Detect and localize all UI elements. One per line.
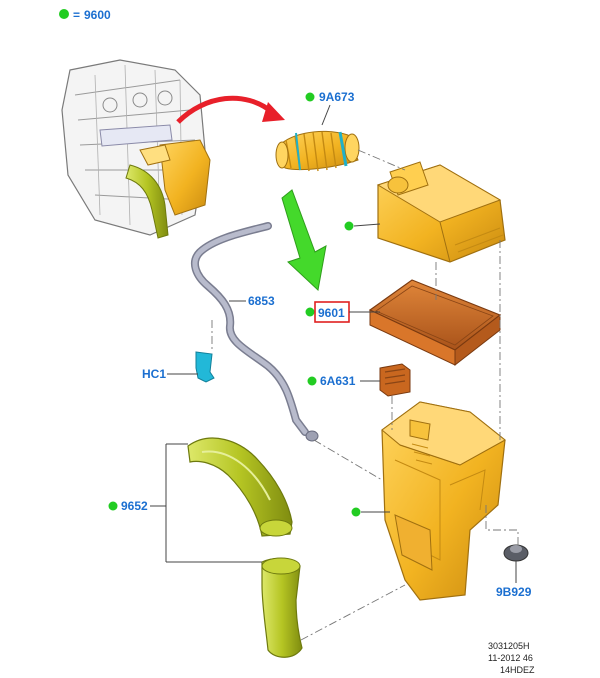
reference-line-3: 14HDEZ xyxy=(500,665,535,675)
callout-dot-icon xyxy=(305,92,315,102)
part-9652-lower-duct xyxy=(261,557,303,658)
green-down-arrow-icon xyxy=(281,189,327,291)
part-9601-filter xyxy=(368,279,502,367)
callout-dot-icon xyxy=(344,221,354,231)
part-6853-hose xyxy=(190,222,319,442)
legend-code: 9600 xyxy=(84,8,111,22)
reference-line-1: 3031205H xyxy=(488,641,530,651)
label-6853: 6853 xyxy=(248,294,275,308)
label-9B929: 9B929 xyxy=(496,585,532,599)
callouts: 9A673 6853 9601 HC1 6A631 9652 9B929 xyxy=(108,90,532,599)
legend: = 9600 xyxy=(59,8,111,22)
part-9652-upper-duct xyxy=(187,437,293,537)
legend-symbol: = xyxy=(73,8,80,22)
label-9A673: 9A673 xyxy=(319,90,355,104)
callout-dot-icon xyxy=(108,501,118,511)
part-6A631-sensor xyxy=(379,363,411,397)
reference-block: 3031205H 11-2012 46 14HDEZ xyxy=(488,641,535,675)
legend-dot-icon xyxy=(59,9,69,19)
callout-dot-icon xyxy=(351,507,361,517)
callout-dot-icon xyxy=(307,376,317,386)
part-9A673-hose xyxy=(275,130,360,172)
engine-block xyxy=(61,59,211,239)
red-curved-arrow-icon xyxy=(176,95,285,124)
callout-dot-icon xyxy=(305,307,315,317)
label-9601: 9601 xyxy=(318,306,345,320)
reference-line-2: 11-2012 46 xyxy=(488,653,533,663)
part-HC1-clip xyxy=(195,351,215,383)
label-6A631: 6A631 xyxy=(320,374,356,388)
label-9652: 9652 xyxy=(121,499,148,513)
air-box-lid xyxy=(376,161,506,263)
assembly-lines xyxy=(211,149,519,641)
part-9B929-grommet xyxy=(503,544,529,562)
air-box-housing xyxy=(381,401,506,601)
label-HC1: HC1 xyxy=(142,367,166,381)
